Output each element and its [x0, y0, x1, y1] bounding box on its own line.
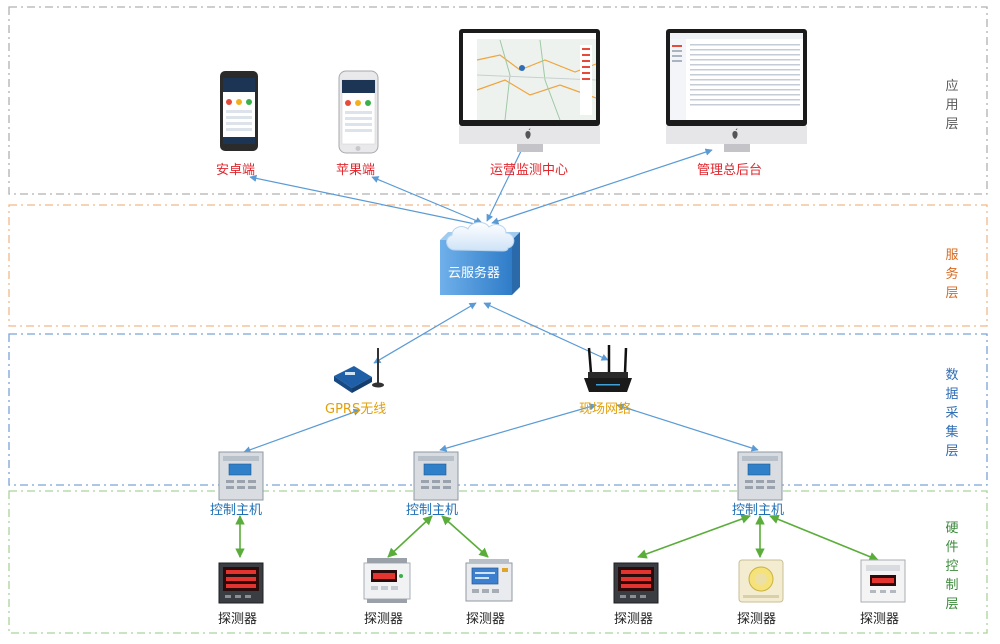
arrow-c2-d2	[387, 515, 433, 558]
arrow-admin-server	[491, 148, 713, 225]
layer-label-service: 服务层	[945, 248, 959, 301]
detector-label: 探测器	[860, 612, 900, 627]
detector-panel-meter-icon	[613, 562, 659, 604]
layer-label-data: 数据采集层	[945, 368, 959, 459]
layer-box-hardware	[8, 490, 988, 634]
detector-label: 探测器	[364, 612, 404, 627]
controller-label: 控制主机	[406, 503, 459, 518]
arrow-server-lan	[483, 302, 609, 361]
arrow-server-gprs	[373, 302, 477, 364]
layer-box-application	[8, 6, 988, 195]
iphone-icon	[338, 70, 379, 154]
cloud-server-label: 云服务器	[448, 266, 501, 281]
android-phone-icon	[220, 71, 258, 151]
gprs-label: GPRS无线	[325, 402, 387, 417]
network-controller-arrows	[243, 403, 759, 454]
arrow-android-server	[249, 174, 481, 228]
admin-backend-label: 管理总后台	[697, 163, 763, 178]
detector-label: 探测器	[218, 612, 258, 627]
arrow-c3-d4	[637, 514, 751, 559]
monitor-admin-icon	[666, 29, 807, 152]
controller-device-icon	[218, 451, 264, 501]
arrow-gprs-controller1	[243, 408, 361, 454]
detector-label: 探测器	[614, 612, 654, 627]
detector-sensor-icon	[738, 559, 784, 603]
router-icon	[584, 345, 632, 392]
app-server-arrows	[249, 144, 713, 228]
detector-rail-meter-icon	[363, 558, 411, 603]
arrow-monitor-server	[486, 144, 525, 222]
controller-detector-arrows	[235, 514, 879, 562]
detector-label: 探测器	[737, 612, 777, 627]
arrow-c2-d3	[441, 515, 489, 558]
gprs-modem-icon	[334, 348, 384, 393]
layer-label-hardware: 硬件控制层	[945, 521, 959, 612]
server-network-arrows	[373, 302, 609, 364]
detector-panel-meter-icon	[218, 562, 264, 604]
arrow-c3-d6	[769, 514, 879, 562]
monitor-center-label: 运营监测中心	[490, 163, 569, 178]
lan-label: 现场网络	[579, 402, 632, 417]
layer-label-application: 应用层	[945, 79, 959, 132]
ios-label: 苹果端	[336, 163, 376, 178]
monitor-operations-icon	[459, 29, 600, 152]
arrow-lan-controller2	[439, 403, 597, 452]
layer-box-data	[8, 333, 988, 486]
detector-label: 探测器	[466, 612, 506, 627]
controller-device-icon	[413, 451, 459, 501]
arrow-lan-controller3	[616, 403, 759, 452]
arrow-ios-server	[371, 176, 483, 224]
android-label: 安卓端	[216, 163, 256, 178]
cloud-server-icon	[440, 221, 520, 295]
controller-device-icon	[737, 451, 783, 501]
detector-module-icon	[465, 559, 513, 602]
controller-label: 控制主机	[732, 503, 785, 518]
detector-white-meter-icon	[860, 559, 906, 603]
controller-label: 控制主机	[210, 503, 263, 518]
